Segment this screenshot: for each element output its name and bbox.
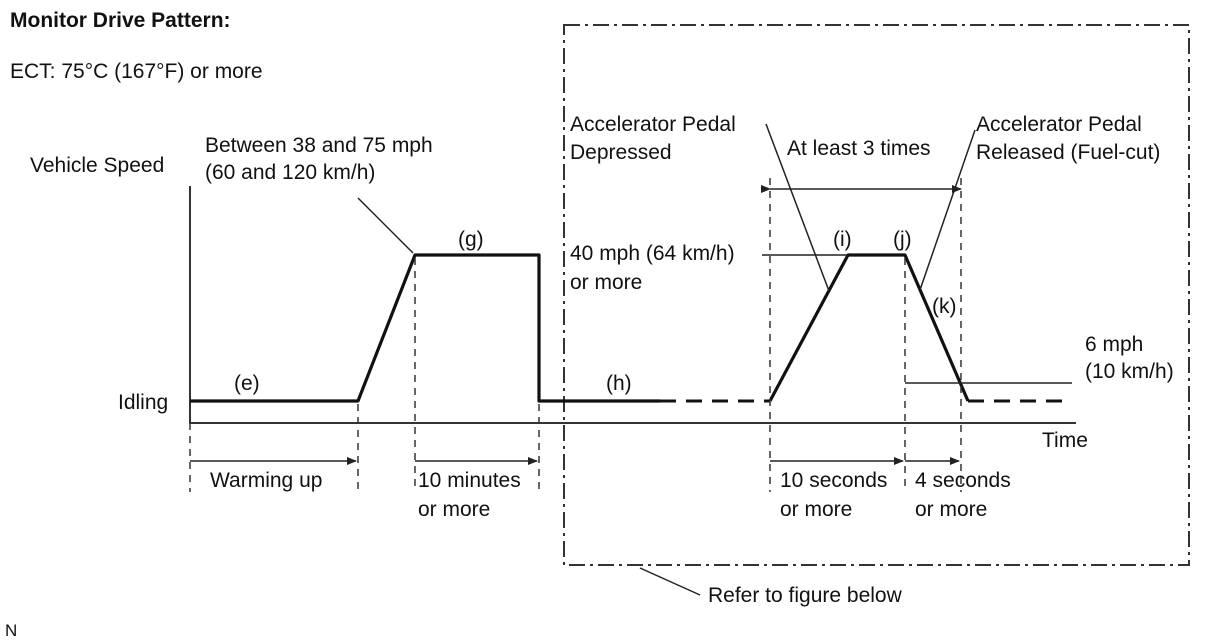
leader-refer [639,567,701,596]
speed-40-label-line1: 40 mph (64 km/h) [570,242,735,265]
speed-profile-main [190,253,660,403]
duration-four-seconds-line2: or more [915,498,987,521]
step-h-label: (h) [606,372,632,395]
duration-ten-seconds-line1: 10 seconds [780,469,887,492]
speed-range-label-line2: (60 and 120 km/h) [205,161,375,184]
step-e-label: (e) [234,372,260,395]
reference-box [563,24,1190,566]
step-i-label: (i) [833,228,852,251]
step-g-label: (g) [458,228,484,251]
idling-label: Idling [118,391,168,414]
pedal-released-label-line1: Accelerator Pedal [976,113,1142,136]
duration-ten-minutes-line1: 10 minutes [418,469,521,492]
duration-ten-minutes-line2: or more [418,498,490,521]
duration-four-seconds-line1: 4 seconds [915,469,1011,492]
step-k-label: (k) [932,295,957,318]
pedal-released-label-line2: Released (Fuel-cut) [976,141,1160,164]
speed-6-label-line2: (10 km/h) [1085,360,1174,383]
pedal-depressed-label-line1: Accelerator Pedal [570,113,736,136]
pedal-depressed-label-line2: Depressed [570,141,672,164]
speed-range-label-line1: Between 38 and 75 mph [205,134,433,157]
speed-40-label-line2: or more [570,271,642,294]
leader-pedal-released [919,129,976,291]
refer-note: Refer to figure below [708,584,903,607]
diagram-title: Monitor Drive Pattern: [10,9,231,32]
repeat-label: At least 3 times [787,137,931,160]
footer-mark: N [5,621,17,640]
y-axis-label: Vehicle Speed [30,154,164,177]
speed-6-label-line1: 6 mph [1085,333,1143,356]
step-j-label: (j) [893,228,912,251]
x-axis-label: Time [1042,429,1088,452]
leader-speed-range [357,197,414,254]
leader-pedal-depressed [765,123,830,292]
speed-profile-accel-decel [768,253,970,402]
duration-ten-seconds-line2: or more [780,498,852,521]
duration-warming-up: Warming up [210,469,322,492]
condition-text: ECT: 75°C (167°F) or more [10,60,263,83]
